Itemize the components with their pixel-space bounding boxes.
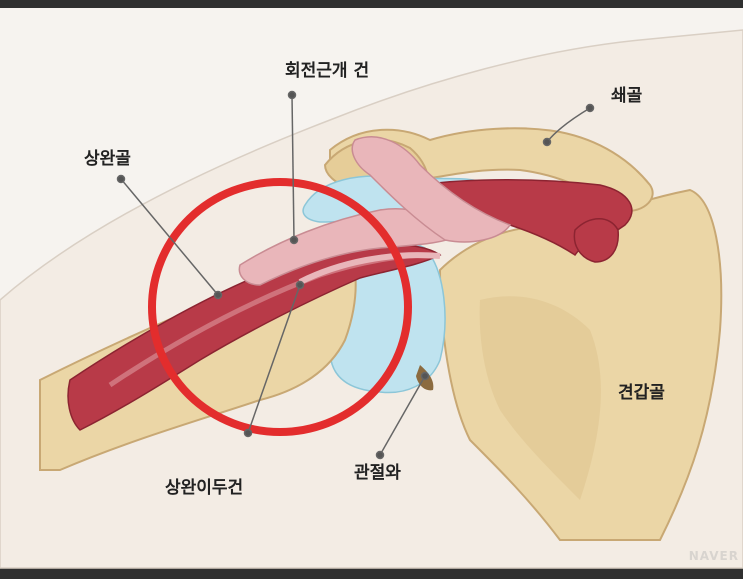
leader-lines [116, 90, 595, 460]
label-biceps-tendon: 상완이두건 [165, 478, 244, 498]
rotator-cuff-tendon [238, 208, 462, 286]
naver-watermark: NAVER [688, 549, 739, 563]
highlight-circle [148, 178, 412, 436]
label-clavicle: 쇄골 [611, 86, 643, 106]
label-humerus: 상완골 [84, 149, 131, 169]
scapula-shade [479, 296, 601, 500]
label-rotator-cuff-tendon: 회전근개 건 [285, 61, 370, 81]
supraspinatus-tendon [351, 136, 512, 243]
label-glenoid: 관절와 [354, 463, 401, 483]
biceps-tendon-strand [298, 252, 441, 285]
label-scapula: 견갑골 [618, 383, 665, 403]
muscle-clavicle-stub [573, 218, 619, 263]
